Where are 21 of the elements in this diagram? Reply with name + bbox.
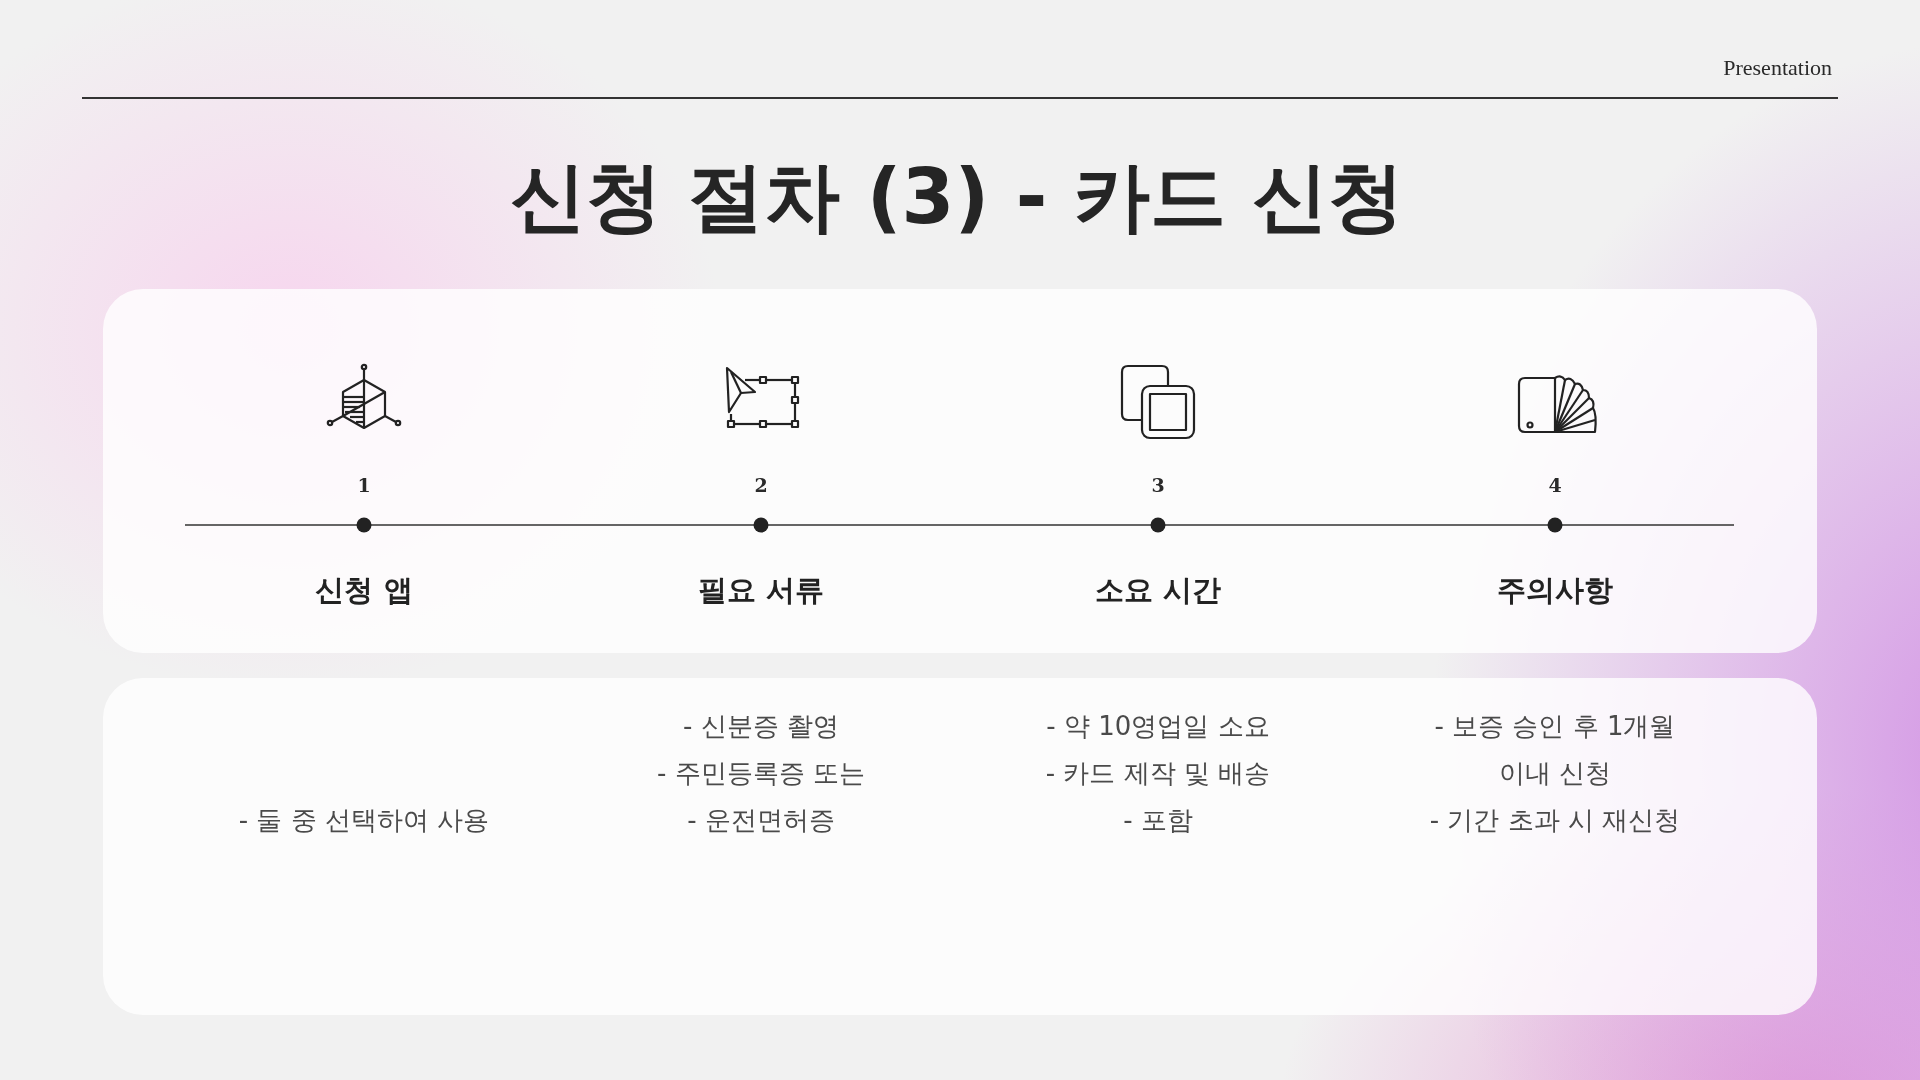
bullet-text: - 운전면허증 xyxy=(687,804,835,837)
bullet-text: - 카드 제작 및 배송 xyxy=(1045,757,1271,790)
details-card xyxy=(103,678,1817,1015)
step-number: 4 xyxy=(1548,474,1562,496)
step-number: 3 xyxy=(1151,474,1165,496)
step-heading: 신청 앱 xyxy=(315,572,413,609)
slide-title: 신청 절차 (3) - 카드 신청 xyxy=(509,150,1405,243)
step-number: 1 xyxy=(357,474,371,496)
bullet-text: - 보증 승인 후 1개월 이내 신청 xyxy=(1433,710,1677,790)
timeline-card xyxy=(103,289,1817,653)
bullet-text: - 둘 중 선택하여 사용 xyxy=(238,804,490,837)
step-heading: 소요 시간 xyxy=(1094,572,1222,609)
step-heading: 필요 서류 xyxy=(697,572,825,609)
bullet-text: - 신분증 촬영 xyxy=(683,710,839,743)
bullet-text: - 주민등록증 또는 xyxy=(657,757,865,790)
step-number: 2 xyxy=(754,474,768,496)
step-heading: 주의사항 xyxy=(1497,572,1613,609)
header-label: Presentation xyxy=(1723,55,1832,81)
bullet-text: - 포함 xyxy=(1123,804,1193,837)
bullet-text: - 약 10영업일 소요 xyxy=(1046,710,1270,743)
bullet-text: - 기간 초과 시 재신청 xyxy=(1429,804,1681,837)
